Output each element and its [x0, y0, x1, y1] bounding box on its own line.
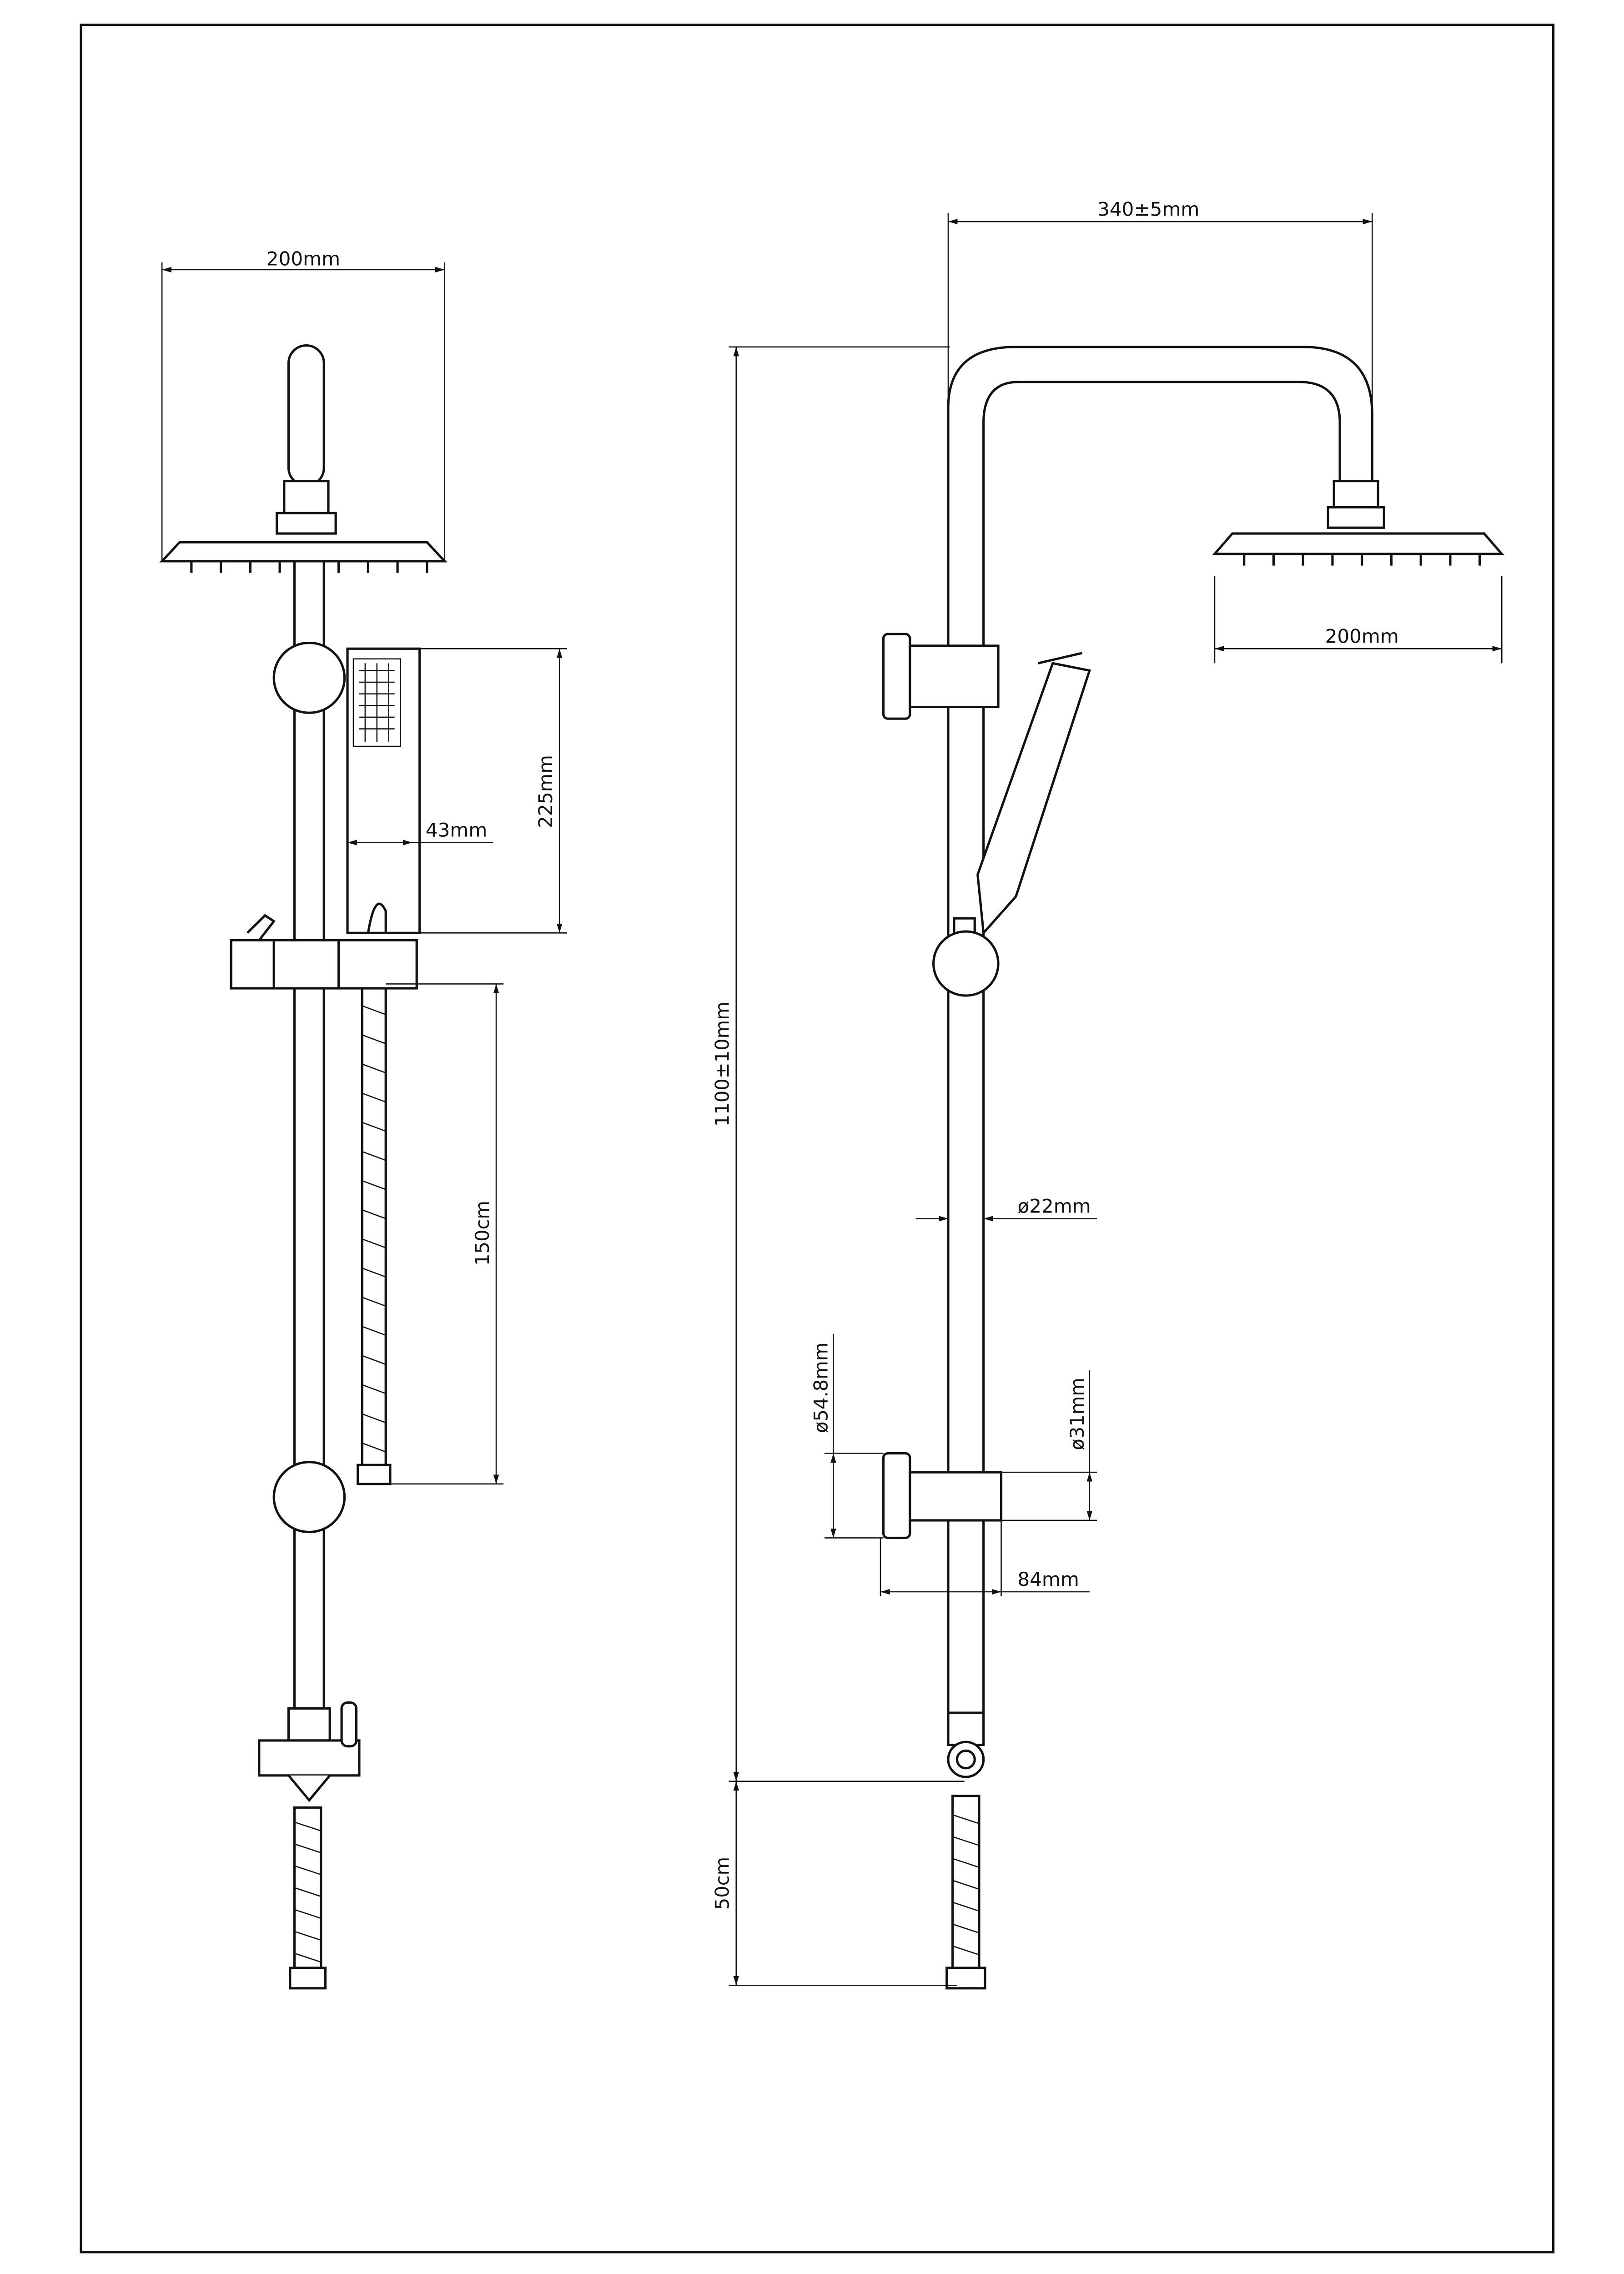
front-view: 200mm 225mm 43mm 150cm — [159, 248, 567, 1990]
inlet-hose-ribbing — [294, 1821, 322, 1963]
side-overhead-width-label: 200mm — [1325, 625, 1399, 648]
slider-divisions — [272, 940, 340, 989]
hose-nut — [357, 1464, 392, 1485]
side-overhead-nozzles — [1243, 553, 1481, 566]
side-inlet-hose — [951, 1795, 980, 1972]
hand-shower-nozzles — [352, 658, 401, 747]
nozzle-grid — [359, 663, 395, 742]
extension-lines — [729, 346, 965, 1986]
extension-lines — [161, 262, 446, 561]
extension-lines — [419, 648, 567, 934]
front-hand-shower — [346, 647, 421, 934]
hand-shower-width-label: 43mm — [426, 819, 488, 841]
front-arm-connector — [283, 480, 330, 514]
side-lower-slider — [909, 1471, 1003, 1522]
extension-lines — [386, 983, 504, 1485]
side-bracket — [932, 930, 1000, 997]
total-height-label: 1100±10mm — [711, 1001, 733, 1127]
front-shower-arm — [287, 344, 325, 487]
side-hose-ribbing — [952, 1814, 980, 1956]
front-slide-rail — [293, 560, 325, 1714]
inlet-hose-length-label: 50cm — [711, 1857, 733, 1910]
inlet-hose-nut — [289, 1967, 327, 1990]
side-upper-slider — [909, 644, 1000, 709]
front-diverter-body — [258, 1739, 361, 1777]
front-overhead-nozzles — [190, 561, 428, 573]
drawing-frame — [80, 23, 1555, 2254]
hand-shower-hook — [367, 902, 387, 933]
front-inlet-hose — [293, 1806, 322, 1969]
side-arm-nut — [1327, 506, 1385, 529]
front-lower-bracket — [272, 1461, 346, 1534]
front-diverter-outlet — [287, 1775, 331, 1802]
side-diverter — [947, 1711, 985, 1746]
front-arm-nut — [276, 512, 337, 535]
side-diverter-knob-inner — [955, 1749, 976, 1770]
extension-lines — [947, 212, 1373, 475]
slider-lever — [246, 914, 276, 941]
front-overhead-width-label: 200mm — [266, 248, 340, 270]
side-upper-holder — [882, 633, 911, 720]
side-arm-connector — [1332, 480, 1379, 508]
side-lower-holder — [882, 1452, 911, 1539]
extension-lines — [1214, 576, 1503, 664]
front-overhead-shower — [159, 541, 447, 563]
front-slider — [230, 939, 418, 990]
extension-lines — [1001, 1471, 1097, 1521]
front-upper-bracket — [272, 641, 346, 714]
holder-diameter-label: ø54.8mm — [809, 1343, 832, 1433]
front-diverter — [287, 1707, 331, 1742]
slider-diameter-label: ø31mm — [1066, 1378, 1088, 1450]
extension-lines — [880, 1520, 1002, 1596]
hose-ribbing — [362, 1005, 386, 1453]
side-hand-shower — [976, 662, 1091, 936]
side-overhead-shower — [1212, 532, 1504, 555]
hand-shower-length-label: 225mm — [534, 755, 557, 828]
hand-shower-face — [1037, 652, 1083, 664]
hose-length-label: 150cm — [471, 1201, 493, 1266]
side-diverter-knob — [947, 1741, 985, 1778]
slider-depth-label: 84mm — [1017, 1568, 1079, 1590]
front-hand-hose — [361, 987, 387, 1478]
side-view: 340±5mm 200mm 1100±10mm 50cm ø22mm ø54.8… — [711, 198, 1504, 1990]
arm-projection-label: 340±5mm — [1097, 198, 1199, 221]
rail-diameter-label: ø22mm — [1017, 1195, 1091, 1217]
front-diverter-knob — [340, 1701, 358, 1748]
